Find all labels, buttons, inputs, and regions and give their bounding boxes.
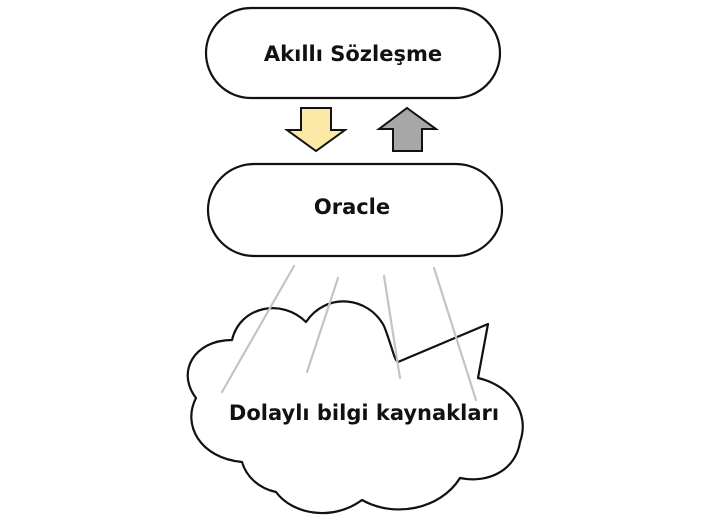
- oracle-node: Oracle: [206, 162, 504, 258]
- smart-contract-shape: [204, 6, 502, 100]
- smart-contract-label: Akıllı Sözleşme: [264, 42, 442, 66]
- connector-line-2: [305, 276, 340, 374]
- sources-label: Dolaylı bilgi kaynakları: [229, 401, 499, 425]
- down-arrow-icon: [283, 107, 349, 153]
- connector-line-1: [220, 264, 296, 394]
- oracle-shape: [206, 162, 504, 258]
- smart-contract-node: Akıllı Sözleşme: [204, 6, 502, 100]
- oracle-label: Oracle: [314, 195, 390, 219]
- connector-line-4: [432, 266, 478, 402]
- up-arrow-icon: [376, 106, 440, 152]
- cloud-icon: [186, 300, 524, 515]
- connector-line-3: [382, 274, 402, 380]
